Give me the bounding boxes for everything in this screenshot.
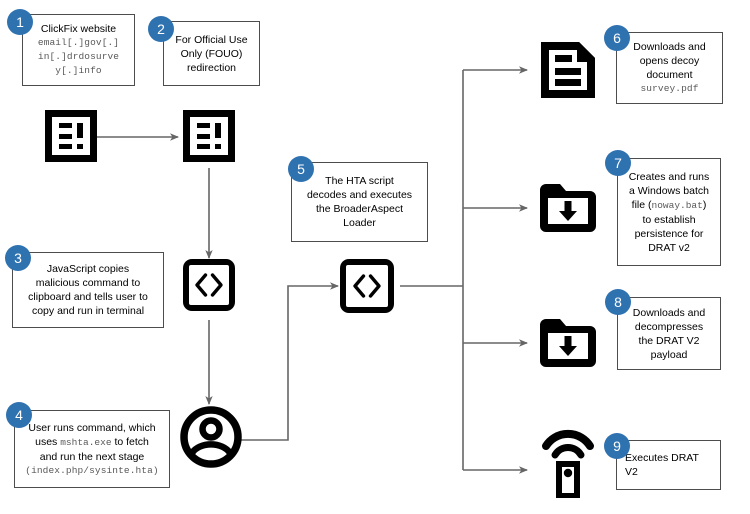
note-1-line-2: email[.]gov[.] <box>37 37 120 48</box>
note-4-line-1: User runs command, which <box>28 421 156 434</box>
note-5-line-2: decodes and executes <box>306 189 413 201</box>
note-4-line-3: and run the next stage <box>39 450 145 463</box>
note-6-line-3: document <box>646 69 693 81</box>
note-6-line-4: survey.pdf <box>640 83 699 94</box>
code-icon-javascript-inner <box>189 265 229 305</box>
note-8-line-1: Downloads and <box>632 306 706 319</box>
folder-download-icon-payload <box>536 315 600 371</box>
note-3-line-1: JavaScript copies <box>46 263 130 275</box>
browser-alert-inner-website <box>52 117 90 155</box>
document-glyph-decoy <box>541 42 595 98</box>
folder-download-icon-batch <box>536 180 600 236</box>
note-1-line-4: y[.]info <box>55 65 102 76</box>
step-badge-8: 8 <box>605 289 631 315</box>
step-badge-9: 9 <box>604 433 630 459</box>
note-7-line-4: to establish <box>642 213 696 226</box>
step-badge-3: 3 <box>5 245 31 271</box>
note-8-line-3: the DRAT V2 <box>638 334 700 347</box>
alert-exclamation-website <box>77 123 83 149</box>
step-badge-7: 7 <box>605 150 631 176</box>
note-7-mono-noway: noway.bat <box>651 199 703 211</box>
browser-alert-icon-redirect <box>183 110 235 162</box>
note-step-2: For Official Use Only (FOUO) redirection <box>163 21 260 86</box>
folder-glyph-batch <box>540 184 596 232</box>
note-7-line-5: persistence for <box>634 227 704 240</box>
note-step-6: Downloads and opens decoy document surve… <box>616 32 723 104</box>
step-badge-1: 1 <box>7 9 33 35</box>
note-2-line-3: redirection <box>186 61 237 74</box>
document-icon-decoy <box>537 38 599 102</box>
note-9-line-2: V2 <box>625 466 638 478</box>
step-badge-6: 6 <box>604 25 630 51</box>
note-6-line-1: Downloads and <box>633 41 706 53</box>
code-icon-javascript <box>183 259 235 311</box>
alert-exclamation-redirect <box>215 123 221 149</box>
step-badge-4: 4 <box>6 402 32 428</box>
note-8-line-4: payload <box>650 348 688 361</box>
remote-glyph-drat <box>542 429 594 498</box>
note-5-line-4: Loader <box>343 217 376 229</box>
note-step-8: Downloads and decompresses the DRAT V2 p… <box>617 297 721 370</box>
folder-glyph-payload <box>540 319 596 367</box>
edge-4-to-5 <box>241 282 339 441</box>
note-2-line-2: Only (FOUO) <box>180 47 243 60</box>
code-icon-hta <box>340 259 394 313</box>
note-2-line-1: For Official Use <box>175 33 248 46</box>
note-3-line-4: copy and run in terminal <box>31 305 145 317</box>
code-glyph-javascript <box>195 273 223 297</box>
code-icon-hta-inner <box>346 265 388 307</box>
step-badge-2: 2 <box>148 16 174 42</box>
person-icon-user <box>180 406 242 468</box>
note-step-7: Creates and runs a Windows batch file (n… <box>617 158 721 266</box>
note-7-line-3: file (noway.bat) <box>631 198 707 211</box>
note-4-line-2: uses mshta.exe to fetch <box>35 435 149 448</box>
alert-bars-redirect <box>197 123 210 149</box>
person-glyph-user <box>180 406 242 468</box>
note-7-line-6: DRAT v2 <box>648 241 690 254</box>
note-1-line-3: in[.]drdosurve <box>37 51 120 62</box>
note-4-mono-mshta: mshta.exe <box>60 436 112 448</box>
note-1-line-1: ClickFix website <box>40 23 117 35</box>
note-step-1: ClickFix website email[.]gov[.] in[.]drd… <box>22 14 135 86</box>
browser-alert-inner-redirect <box>190 117 228 155</box>
note-5-line-1: The HTA script <box>325 175 394 187</box>
note-step-3: JavaScript copies malicious command to c… <box>12 252 164 328</box>
code-glyph-hta <box>353 274 381 298</box>
note-7-line-2: a Windows batch <box>629 184 709 197</box>
note-8-line-2: decompresses <box>634 320 704 333</box>
step-badge-5: 5 <box>288 156 314 182</box>
remote-icon-drat <box>539 428 597 500</box>
note-3-line-3: clipboard and tells user to <box>28 291 148 303</box>
note-4-line-4: (index.php/sysinte.hta) <box>25 464 159 476</box>
note-3-line-2: malicious command to <box>35 277 141 289</box>
note-step-4: User runs command, which uses mshta.exe … <box>14 410 170 488</box>
note-7-line-1: Creates and runs <box>628 170 710 183</box>
note-5-line-3: the BroaderAspect <box>316 203 403 215</box>
note-9-line-1: Executes DRAT <box>625 452 699 464</box>
note-step-9: Executes DRAT V2 <box>616 440 721 490</box>
browser-alert-icon-website <box>45 110 97 162</box>
alert-bars-website <box>59 123 72 149</box>
note-step-5: The HTA script decodes and executes the … <box>291 162 428 242</box>
note-6-line-2: opens decoy <box>639 55 700 67</box>
